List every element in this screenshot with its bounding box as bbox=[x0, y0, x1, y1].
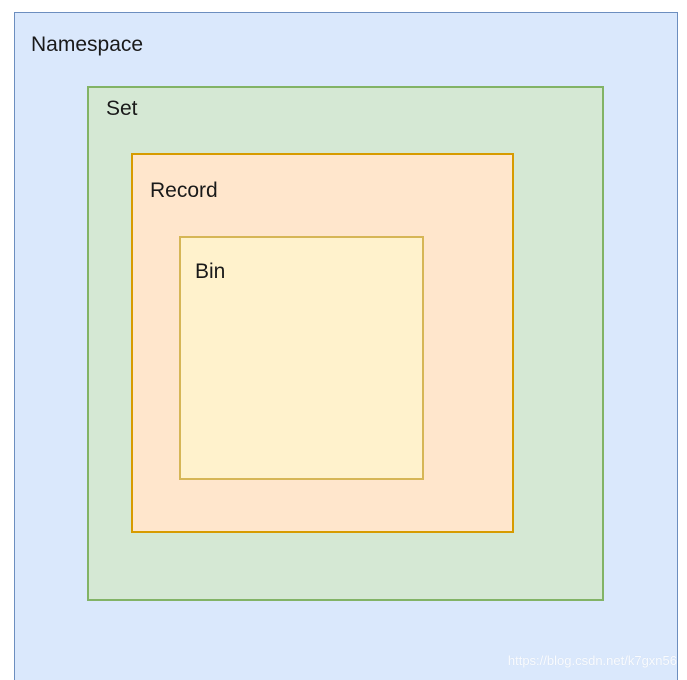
namespace-label: Namespace bbox=[31, 33, 144, 56]
watermark-text: https://blog.csdn.net/k7gxn56 bbox=[507, 653, 677, 668]
set-label: Set bbox=[106, 97, 138, 120]
bin-label: Bin bbox=[195, 260, 226, 283]
bin-box bbox=[179, 236, 424, 480]
record-label: Record bbox=[150, 179, 218, 202]
